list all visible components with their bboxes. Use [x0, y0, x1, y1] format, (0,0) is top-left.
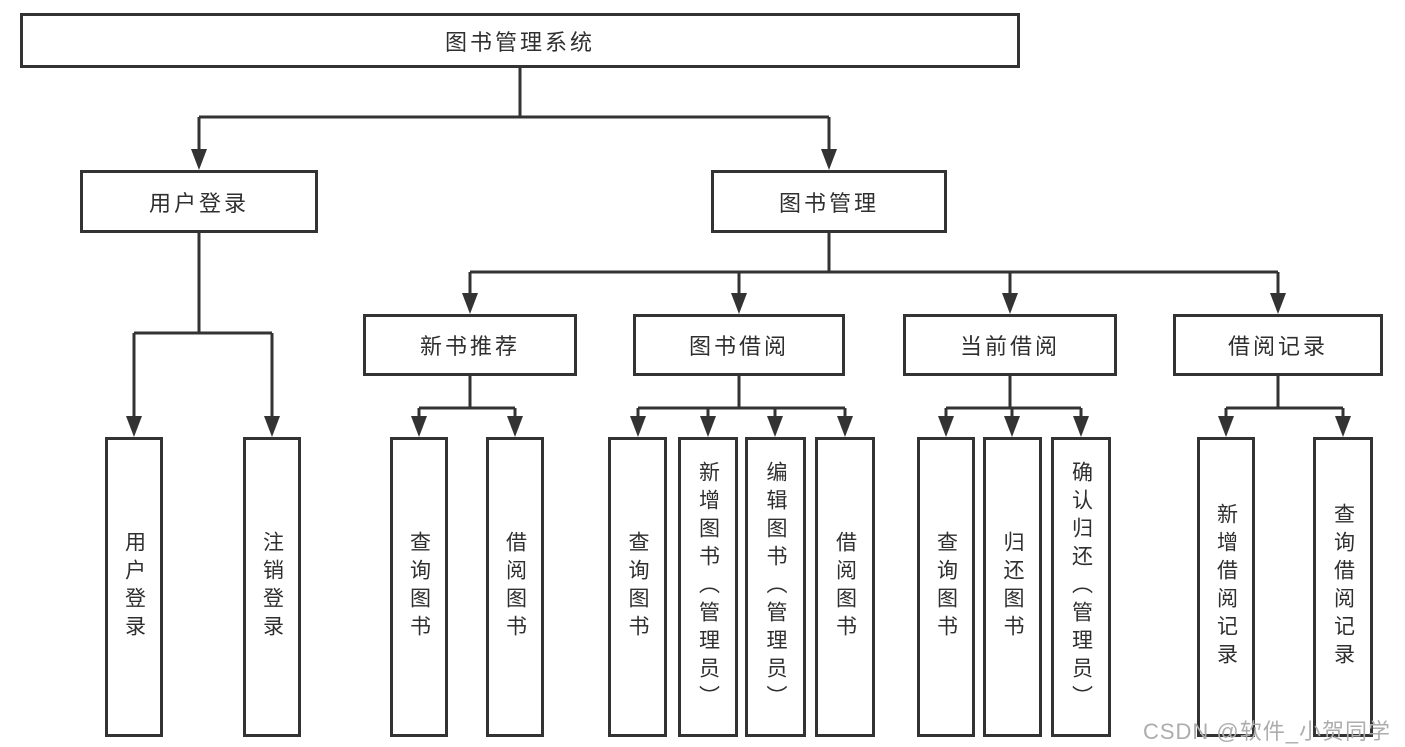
node-label: 查询借阅记录 — [1331, 503, 1355, 671]
node-label: 注销登录 — [260, 531, 284, 643]
node-label: 图书管理 — [778, 190, 879, 216]
leaf-user-login: 用户登录 — [105, 437, 163, 737]
leaf-rec-add-record: 新增借阅记录 — [1197, 437, 1255, 737]
edge-root-to-branches — [191, 68, 837, 170]
edge-new-books-to-leaves — [411, 376, 523, 437]
node-label: 编辑图书（管理员） — [764, 461, 787, 713]
node-label: 新书推荐 — [419, 334, 520, 359]
node-label: 用户登录 — [148, 190, 249, 216]
leaf-cur-confirm-return-admin: 确认归还（管理员） — [1051, 437, 1111, 737]
node-label: 确认归还（管理员） — [1069, 461, 1093, 713]
node-book-management-branch: 图书管理 — [711, 170, 947, 233]
node-label: 借阅图书 — [833, 531, 857, 643]
edge-current-borrow-to-leaves — [938, 376, 1089, 437]
leaf-cur-query-books: 查询图书 — [917, 437, 975, 737]
edge-book-mgmt-to-modules — [462, 233, 1286, 314]
leaf-bw-add-books-admin: 新增图书（管理员） — [678, 437, 738, 737]
leaf-nb-query-books: 查询图书 — [390, 437, 448, 737]
node-label: 图书借阅 — [688, 334, 789, 359]
edge-book-borrow-to-leaves — [630, 376, 853, 437]
node-user-login-branch: 用户登录 — [80, 170, 318, 233]
node-borrow-records: 借阅记录 — [1173, 314, 1383, 376]
leaf-bw-edit-books-admin: 编辑图书（管理员） — [745, 437, 806, 737]
node-label: 用户登录 — [122, 531, 146, 643]
node-label: 借阅图书 — [503, 531, 527, 643]
csdn-watermark: CSDN @软件_小贺同学 — [1142, 719, 1391, 744]
node-current-borrow: 当前借阅 — [903, 314, 1117, 376]
leaf-bw-query-books: 查询图书 — [608, 437, 667, 737]
leaf-rec-query-record: 查询借阅记录 — [1313, 437, 1373, 737]
leaf-bw-borrow-books: 借阅图书 — [815, 437, 875, 737]
node-label: 查询图书 — [934, 531, 958, 643]
edge-user-login-to-leaves — [126, 233, 280, 437]
node-book-borrow: 图书借阅 — [633, 314, 845, 376]
node-label: 新增图书（管理员） — [696, 461, 720, 713]
node-label: 查询图书 — [626, 531, 649, 643]
leaf-cur-return-books: 归还图书 — [983, 437, 1042, 737]
node-label: 查询图书 — [407, 531, 431, 643]
node-new-book-recommend: 新书推荐 — [363, 314, 577, 376]
leaf-logout: 注销登录 — [243, 437, 301, 737]
node-label: 当前借阅 — [959, 334, 1060, 359]
leaf-nb-borrow-books: 借阅图书 — [486, 437, 544, 737]
node-label: 图书管理系统 — [444, 29, 595, 55]
node-label: 借阅记录 — [1227, 334, 1328, 359]
edge-borrow-records-to-leaves — [1218, 376, 1351, 437]
node-root-system: 图书管理系统 — [20, 13, 1020, 68]
node-label: 归还图书 — [1001, 531, 1024, 643]
node-label: 新增借阅记录 — [1214, 503, 1238, 671]
